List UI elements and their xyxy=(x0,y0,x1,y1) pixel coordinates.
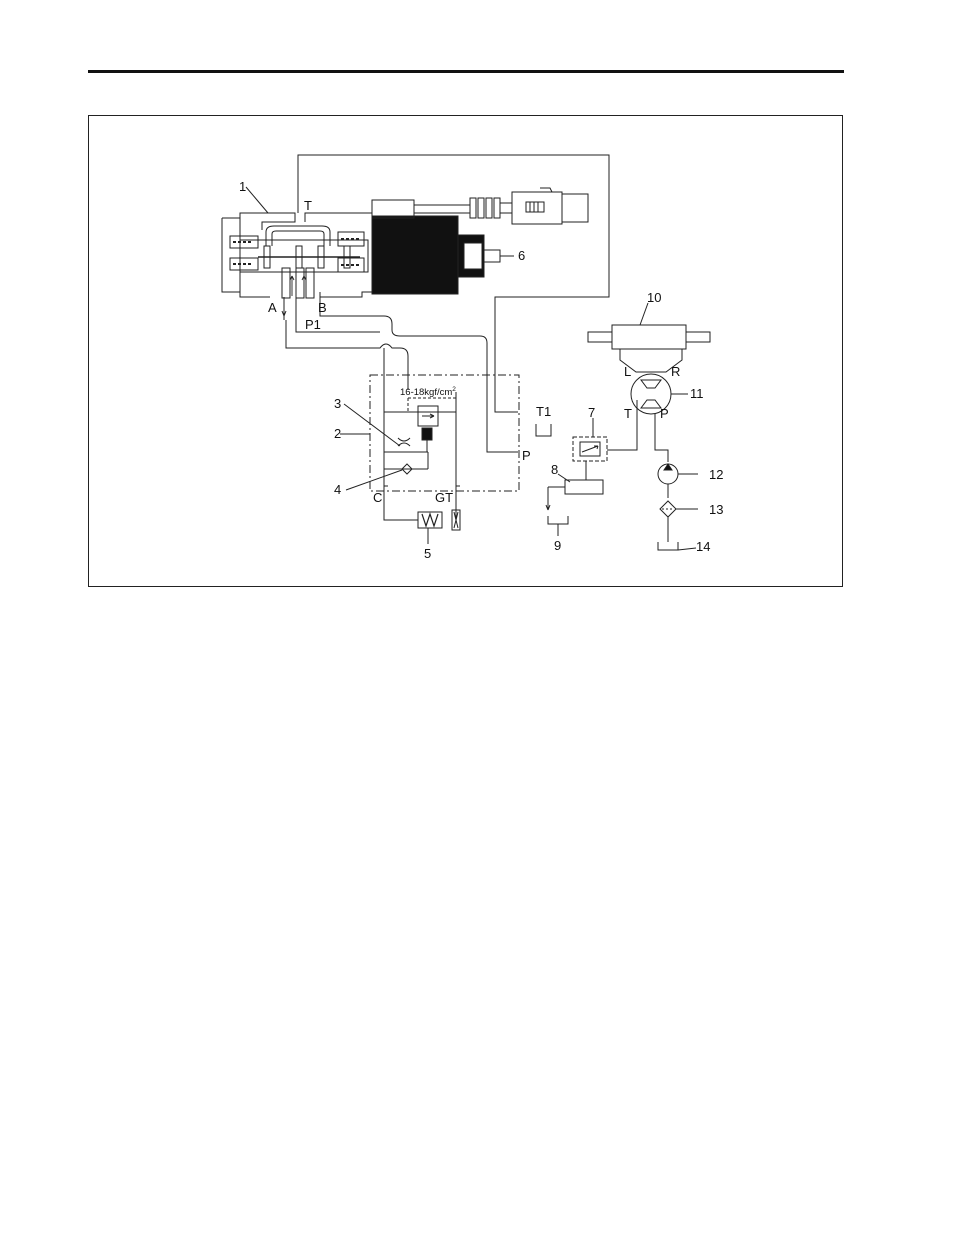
port-R: R xyxy=(671,364,680,379)
callout-12: 12 xyxy=(709,467,723,482)
port-L: L xyxy=(624,364,631,379)
port-T: T xyxy=(304,198,312,213)
port-B: B xyxy=(318,300,327,315)
return-line xyxy=(297,154,610,413)
port-T1: T1 xyxy=(536,404,551,419)
pump-filter-tank xyxy=(657,463,679,551)
port-T-steering: T xyxy=(624,406,632,421)
port-GT: GT xyxy=(435,490,453,505)
callout-14: 14 xyxy=(696,539,710,554)
port-P-steering: P xyxy=(660,406,669,421)
tank-t1 xyxy=(535,424,552,437)
component-5 xyxy=(417,509,461,531)
control-valve-body xyxy=(221,212,373,299)
callout-2: 2 xyxy=(334,426,341,441)
callout-3: 3 xyxy=(334,396,341,411)
solenoid-actuator xyxy=(371,187,589,295)
callout-7: 7 xyxy=(588,405,595,420)
callout-11: 11 xyxy=(690,386,704,401)
port-P: P xyxy=(522,448,531,463)
callout-6: 6 xyxy=(518,248,525,263)
callout-9: 9 xyxy=(554,538,561,553)
priority-relief-block xyxy=(369,374,520,492)
leader-lines xyxy=(245,186,698,551)
callout-13: 13 xyxy=(709,502,723,517)
diagram-frame xyxy=(88,115,843,587)
pressure-unit-superscript: 2 xyxy=(452,386,456,393)
pressure-setting-label: 16-18kgf/cm2 xyxy=(400,386,456,398)
port-P1: P1 xyxy=(305,317,321,332)
header-rule xyxy=(88,70,844,73)
callout-4: 4 xyxy=(334,482,341,497)
callout-10: 10 xyxy=(647,290,661,305)
pressure-value: 16-18kgf/cm xyxy=(400,387,452,398)
callout-5: 5 xyxy=(424,546,431,561)
callout-8: 8 xyxy=(551,462,558,477)
valve-lines xyxy=(281,297,518,521)
port-C: C xyxy=(373,490,382,505)
port-A: A xyxy=(268,300,277,315)
callout-1: 1 xyxy=(239,179,246,194)
